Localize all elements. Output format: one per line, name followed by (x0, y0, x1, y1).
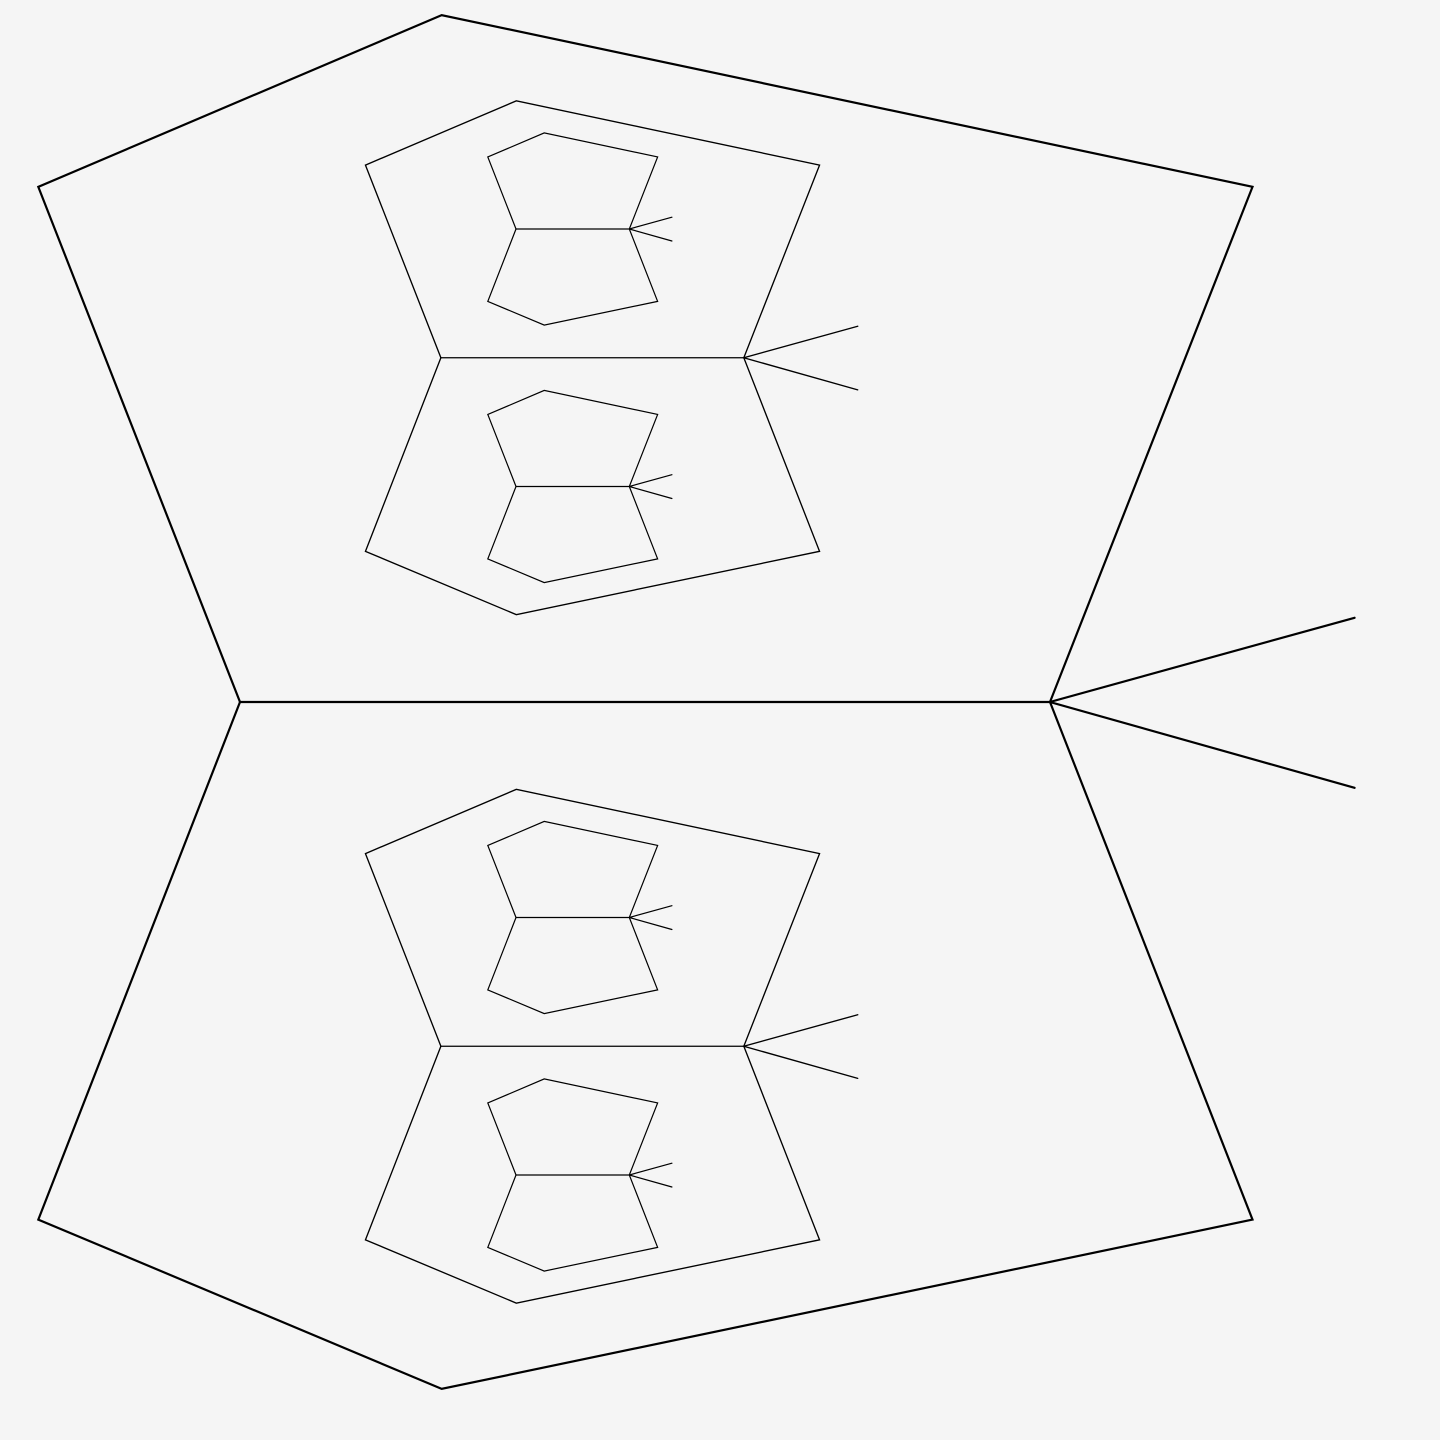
motif-fork-root-a (741, 325, 859, 391)
fractal-shapes-group (36, 13, 1356, 1391)
motif-fork-root-b-a (627, 905, 673, 931)
motif-lower-loop-root-b-b (487, 1174, 659, 1272)
motif-upper-loop-root-a-a (487, 132, 659, 230)
motif-upper-loop-root-a-b (487, 389, 659, 488)
motif-upper-loop-root-b (364, 788, 821, 1047)
motif-fork-root-a-a (627, 216, 673, 242)
motif-lower-loop-root-b-a (487, 916, 659, 1015)
motif-upper-loop-root-a (364, 100, 821, 359)
motif-lower-loop-root-a (364, 357, 821, 616)
motif-lower-loop-root (36, 700, 1254, 1391)
motif-upper-loop-root-b-a (487, 820, 659, 919)
motif-lower-loop-root-b (364, 1045, 821, 1304)
motif-upper-loop-root-b-b (487, 1078, 659, 1176)
motif-fork-root (1045, 616, 1356, 789)
motif-fork-root-b (741, 1014, 859, 1080)
motif-lower-loop-root-a-b (487, 485, 659, 584)
motif-upper-loop-root (36, 13, 1254, 704)
motif-fork-root-b-b (627, 1162, 673, 1188)
motif-fork-root-a-b (627, 474, 673, 500)
motif-lower-loop-root-a-a (487, 228, 659, 326)
